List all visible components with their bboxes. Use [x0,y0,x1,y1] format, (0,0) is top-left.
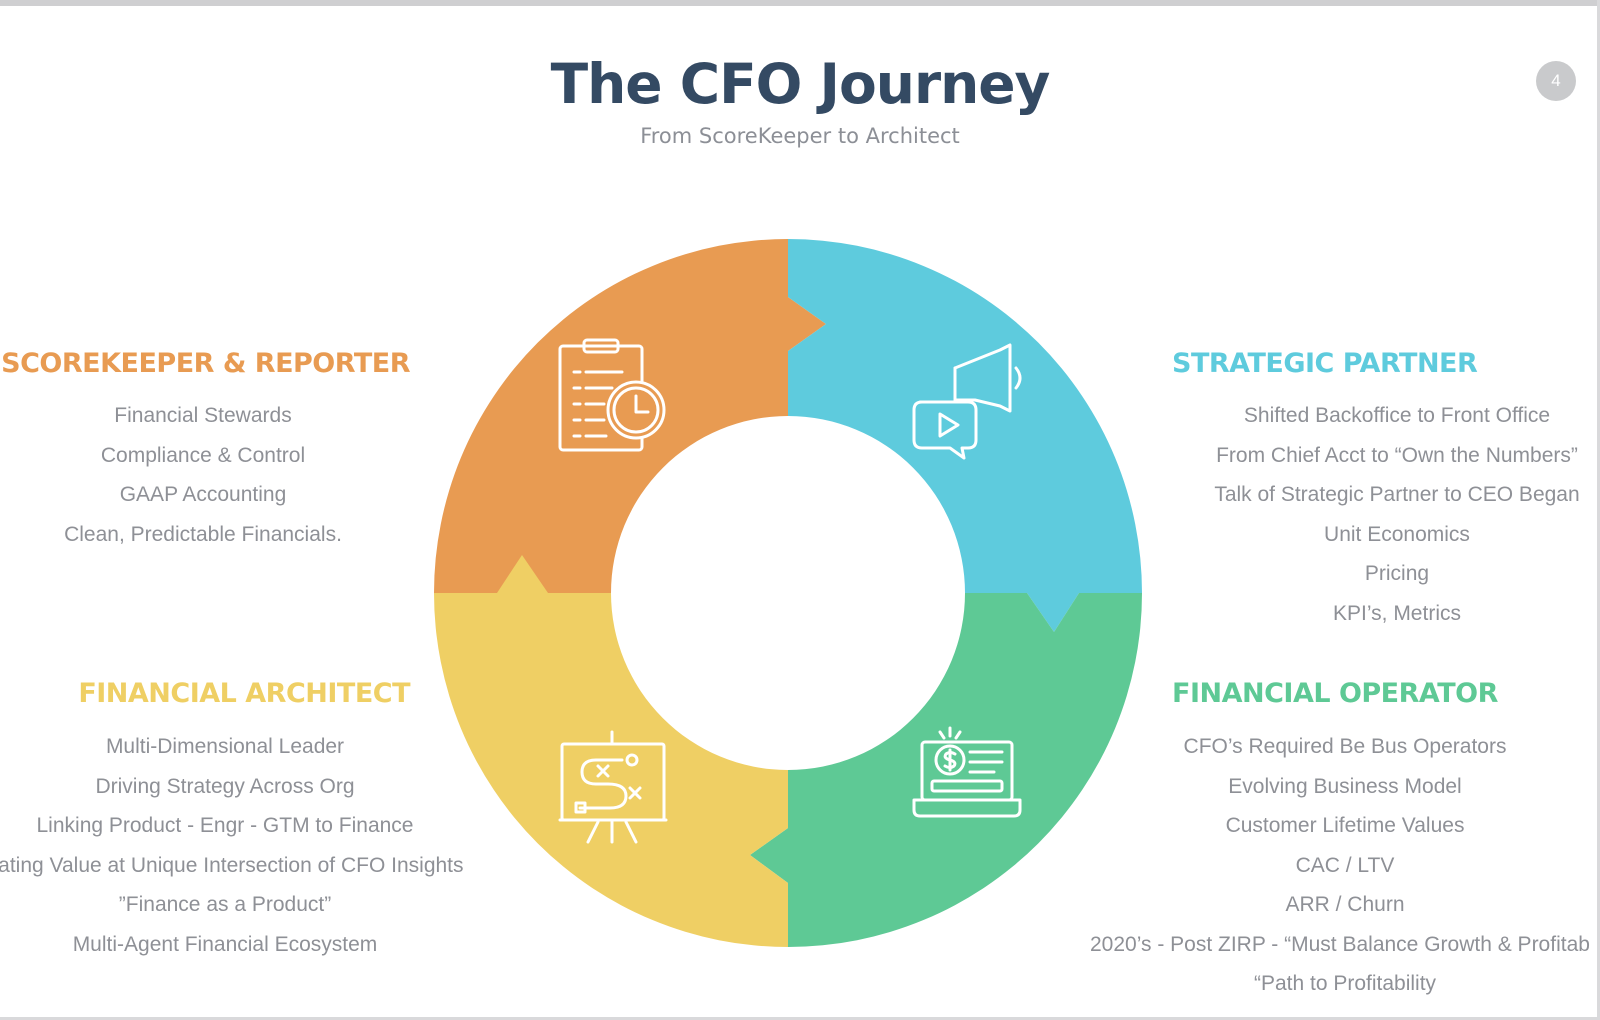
page-title: The CFO Journey [550,52,1051,116]
list-item: ARR / Churn [1285,893,1405,916]
list-item: CFO’s Required Be Bus Operators [1183,735,1507,758]
section-heading-scorekeeper: SCOREKEEPER & REPORTER [1,348,410,379]
segment-financial-operator [750,593,1142,947]
right-border [1597,0,1600,1020]
list-item: CAC / LTV [1295,853,1395,877]
list-item: Pricing [1364,562,1430,585]
list-item: eating Value at Unique Intersection of C… [0,853,464,877]
list-scorekeeper: Financial Stewards Compliance & Control … [0,396,406,554]
segment-financial-architect [434,555,788,947]
section-strategic-partner: STRATEGIC PARTNER [1172,348,1592,379]
list-item: Customer Lifetime Values [1225,814,1465,837]
list-item: Shifted Backoffice to Front Office [1243,404,1551,427]
list-financial-architect: Multi-Dimensional Leader Driving Strateg… [0,727,470,964]
list-item: Linking Product - Engr - GTM to Finance [36,814,414,837]
list-item: Financial Stewards [114,404,292,427]
segment-strategic-partner [788,239,1142,632]
laptop-dollar-icon [912,726,1022,818]
page-subtitle: From ScoreKeeper to Architect [640,124,960,148]
list-item: Multi-Agent Financial Ecosystem [72,932,378,956]
list-item: GAAP Accounting [119,483,287,506]
list-item: Unit Economics [1324,522,1470,546]
list-item: ”Finance as a Product” [118,893,332,916]
list-item: Clean, Predictable Financials. [64,522,342,546]
section-heading-strategic-partner: STRATEGIC PARTNER [1172,348,1478,379]
strategy-board-icon [558,730,668,844]
section-heading-financial-operator: FINANCIAL OPERATOR [1172,678,1498,709]
bottom-border [0,1017,1600,1020]
section-scorekeeper: SCOREKEEPER & REPORTER [0,348,410,379]
list-item: Driving Strategy Across Org [95,774,355,798]
list-item: KPI’s, Metrics [1333,601,1461,625]
list-financial-operator: CFO’s Required Be Bus Operators Evolving… [1090,727,1600,1004]
list-item: Compliance & Control [100,443,306,467]
section-financial-architect: FINANCIAL ARCHITECT [0,678,410,709]
list-item: Evolving Business Model [1228,774,1462,798]
section-financial-operator: FINANCIAL OPERATOR [1172,678,1592,709]
list-item: 2020’s - Post ZIRP - “Must Balance Growt… [1090,932,1590,956]
page-number-badge: 4 [1536,61,1576,101]
list-financial-operator-wrap: CFO’s Required Be Bus Operators Evolving… [1090,727,1600,1017]
clipboard-clock-icon [558,338,666,452]
list-item: “Path to Profitability [1253,972,1437,995]
megaphone-video-icon [912,343,1022,460]
list-item: Multi-Dimensional Leader [105,735,345,758]
section-heading-financial-architect: FINANCIAL ARCHITECT [78,678,410,709]
list-strategic-partner: Shifted Backoffice to Front Office From … [1180,396,1600,633]
top-border [0,0,1600,6]
list-item: Talk of Strategic Partner to CEO Began [1214,483,1580,506]
list-item: From Chief Acct to “Own the Numbers” [1216,443,1578,467]
